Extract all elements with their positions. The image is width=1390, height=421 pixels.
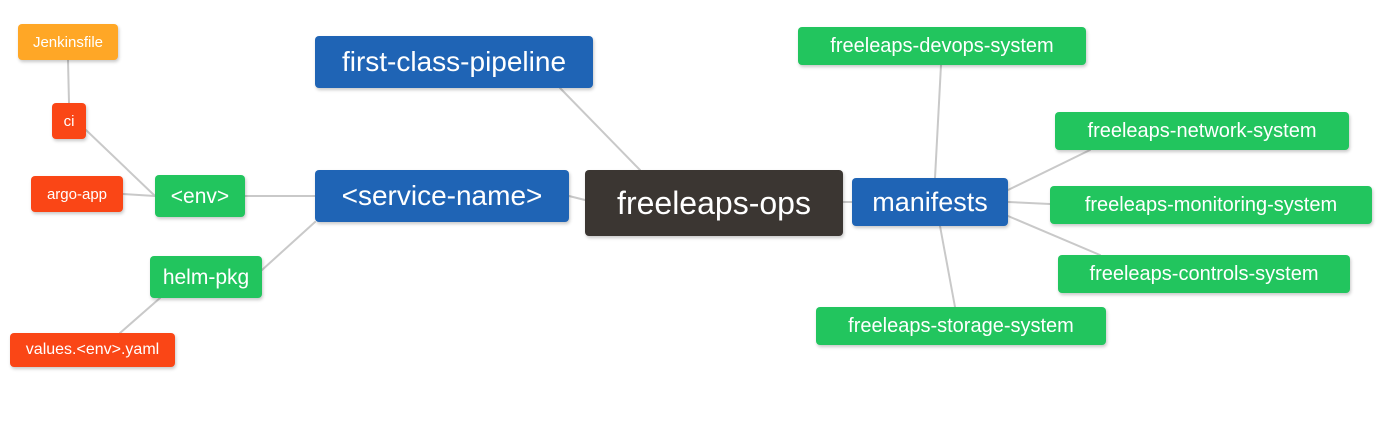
edge-service-name-to-freeleaps-ops [568,195,586,201]
node-network-system[interactable]: freeleaps-network-system [1055,112,1349,150]
node-manifests[interactable]: manifests [852,178,1008,226]
edge-manifests-to-monitoring-system [1007,201,1051,205]
node-jenkinsfile[interactable]: Jenkinsfile [18,24,118,60]
node-ci[interactable]: ci [52,103,86,139]
node-values-env-yaml[interactable]: values.<env>.yaml [10,333,175,367]
edge-helm-pkg-to-values-env-yaml [119,297,161,334]
node-freeleaps-ops[interactable]: freeleaps-ops [585,170,843,236]
edge-manifests-to-storage-system [939,225,956,308]
edge-first-class-pipeline-to-freeleaps-ops [559,87,641,171]
edge-service-name-to-helm-pkg [261,221,316,271]
node-controls-system[interactable]: freeleaps-controls-system [1058,255,1350,293]
node-helm-pkg[interactable]: helm-pkg [150,256,262,298]
edge-argo-app-to-env [122,193,156,197]
node-first-class-pipeline[interactable]: first-class-pipeline [315,36,593,88]
node-storage-system[interactable]: freeleaps-storage-system [816,307,1106,345]
node-env[interactable]: <env> [155,175,245,217]
node-service-name[interactable]: <service-name> [315,170,569,222]
node-monitoring-system[interactable]: freeleaps-monitoring-system [1050,186,1372,224]
node-argo-app[interactable]: argo-app [31,176,123,212]
edge-manifests-to-devops-system [934,64,942,179]
edge-manifests-to-network-system [1007,149,1091,191]
node-devops-system[interactable]: freeleaps-devops-system [798,27,1086,65]
edge-jenkinsfile-to-ci [67,59,70,104]
